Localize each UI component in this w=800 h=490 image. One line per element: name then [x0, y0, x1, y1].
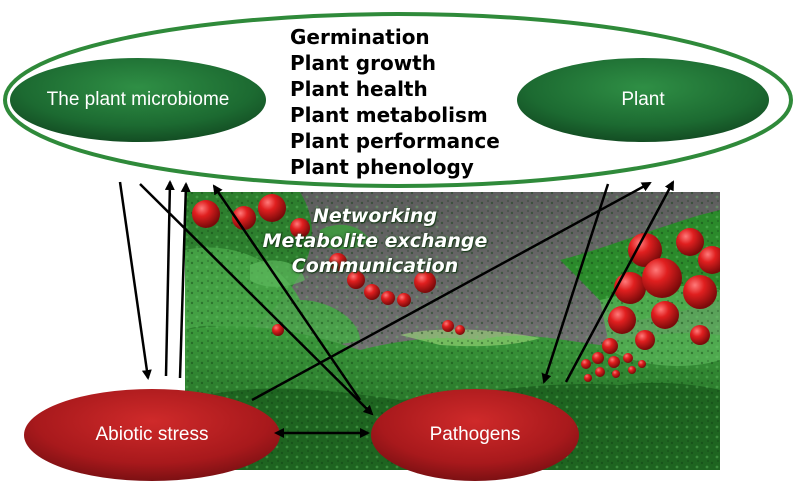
abiotic-stress-node-label: Abiotic stress: [95, 424, 209, 445]
arrow: [139, 183, 374, 416]
outcome-item: Plant performance: [290, 129, 500, 153]
arrow: [178, 182, 191, 379]
interaction-item: Communication: [291, 255, 459, 277]
microbial-scene-image: [185, 192, 720, 470]
pathogens-node-label: Pathogens: [429, 424, 521, 445]
outcome-item: Plant growth: [290, 51, 436, 75]
plant-node-label: Plant: [621, 89, 665, 110]
arrow: [251, 181, 652, 402]
abiotic-stress-node: [24, 389, 280, 481]
arrows: [118, 180, 675, 438]
outcome-item: Germination: [290, 25, 430, 49]
interactions-list: Networking Metabolite exchange Communica…: [240, 204, 510, 279]
outcome-item: Plant metabolism: [290, 103, 488, 127]
microbiome-node: [10, 58, 266, 142]
arrow: [212, 184, 362, 401]
outcome-item: Plant phenology: [290, 155, 474, 179]
microbe-spheres: [192, 194, 720, 382]
outcome-item: Plant health: [290, 77, 428, 101]
microbiome-node-label: The plant microbiome: [46, 89, 230, 110]
interaction-item: Networking: [312, 205, 438, 227]
plant-outcomes-list: Germination Plant growth Plant health Pl…: [290, 24, 500, 180]
pathogens-node: [371, 389, 579, 481]
plant-node: [517, 58, 769, 142]
arrow: [564, 180, 675, 383]
arrow: [541, 183, 610, 384]
arrow: [118, 181, 152, 380]
outer-ellipse: [3, 12, 793, 188]
interaction-item: Metabolite exchange: [262, 230, 488, 252]
